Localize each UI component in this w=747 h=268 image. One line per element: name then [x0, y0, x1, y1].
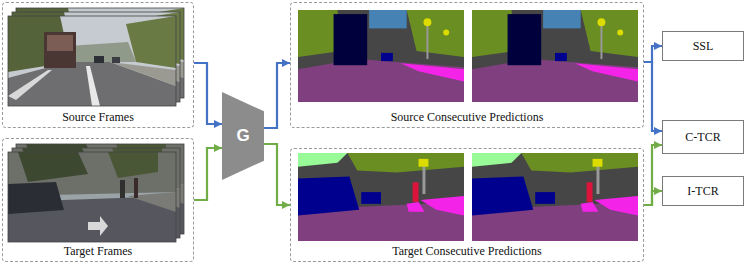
- node-label: SSL: [693, 39, 714, 53]
- predictions-group: Source Consecutive Predictions: [290, 2, 644, 128]
- loss-box: SSL: [662, 31, 744, 61]
- flow-arrow: [194, 63, 222, 124]
- flow-arrow: [644, 46, 662, 62]
- node-label: Source Frames: [62, 110, 134, 124]
- loss-box: C-TCR: [662, 120, 744, 154]
- flow-arrow: [644, 62, 662, 131]
- flow-arrow: [194, 148, 222, 200]
- source-frame-stack: [8, 8, 184, 106]
- loss-box: I-TCR: [662, 176, 744, 206]
- generator-trapezoid: G: [222, 92, 264, 180]
- flow-arrow: [264, 63, 290, 128]
- node-label: Target Consecutive Predictions: [392, 244, 542, 258]
- frames-group: Source Frames: [2, 2, 194, 128]
- flow-arrow: [644, 145, 662, 205]
- source-segmentation-maps: [298, 10, 638, 102]
- target-frame-stack: [8, 144, 184, 242]
- flow-arrow: [644, 191, 662, 205]
- frames-group: Target Frames: [2, 138, 194, 262]
- node-label: Source Consecutive Predictions: [391, 110, 544, 124]
- node-label: I-TCR: [687, 184, 718, 198]
- flow-arrow: [264, 144, 290, 205]
- target-segmentation-maps: [298, 153, 638, 241]
- predictions-group: Target Consecutive Predictions: [290, 148, 644, 262]
- node-label: G: [236, 126, 249, 146]
- node-label: C-TCR: [685, 130, 720, 144]
- node-label: Target Frames: [64, 244, 133, 258]
